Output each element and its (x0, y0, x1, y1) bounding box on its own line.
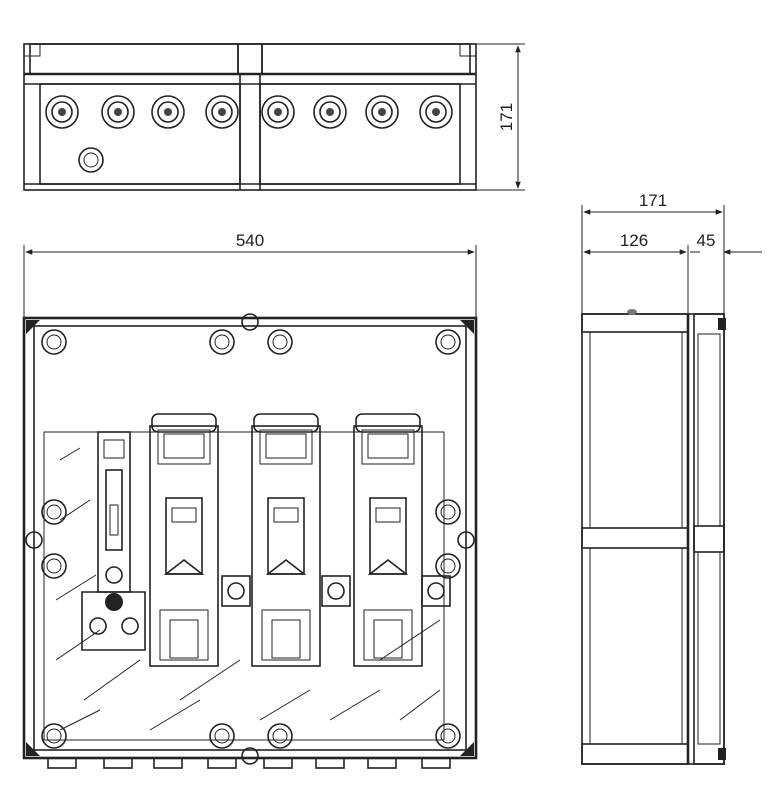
bottom-gland-icon (367, 757, 397, 769)
bottom-gland-icon (103, 757, 133, 769)
fuse-holder (353, 413, 423, 667)
dim-label-top-height: 171 (497, 103, 516, 131)
vent-icon (78, 147, 104, 173)
screw-icon (41, 723, 67, 749)
glass-reflection-line (55, 629, 101, 661)
cable-gland-icon (313, 95, 347, 129)
cable-gland-icon (365, 95, 399, 129)
cable-gland-icon (101, 95, 135, 129)
cable-gland-icon (151, 95, 185, 129)
bottom-gland-icon (47, 757, 77, 769)
glass-reflection-line (399, 689, 441, 721)
fuse-holder (149, 413, 219, 667)
glass-reflection-line (59, 709, 101, 731)
glass-reflection-line (329, 689, 381, 721)
dimension-side-depth: 171 (581, 191, 725, 314)
top-glands (45, 95, 453, 129)
glass-reflection-line (379, 619, 441, 661)
screw-icon (435, 553, 461, 579)
fuse-holders (149, 413, 423, 667)
bottom-gland-icon (263, 757, 293, 769)
cable-gland-icon (419, 95, 453, 129)
cable-gland-icon (261, 95, 295, 129)
screw-icon (41, 329, 67, 355)
terminal-blocks (221, 575, 451, 607)
dim-label-side-depth: 171 (639, 191, 667, 210)
glass-reflection-line (55, 574, 97, 601)
dimension-width: 540 (23, 231, 477, 318)
bottom-glands (47, 757, 451, 769)
screw-icon (267, 723, 293, 749)
dim-label-width: 540 (236, 231, 264, 250)
switch-module (81, 431, 146, 651)
screw-icon (209, 723, 235, 749)
screw-icon (209, 329, 235, 355)
fuse-holder (251, 413, 321, 667)
glass-reflection-line (83, 659, 141, 701)
glass-reflection-line (179, 659, 241, 701)
dimension-side-body: 126 (583, 231, 689, 314)
screw-icon (41, 553, 67, 579)
dim-label-side-cover: 45 (697, 231, 716, 250)
bottom-gland-icon (315, 757, 345, 769)
dimension-top-height: 171 (476, 43, 525, 191)
front-screws (41, 329, 461, 749)
glass-reflection-line (59, 447, 81, 461)
front-view (22, 313, 478, 769)
screw-icon (435, 499, 461, 525)
top-view (23, 43, 477, 191)
side-view (581, 309, 726, 765)
cable-gland-icon (45, 95, 79, 129)
glass-reflection-line (149, 699, 201, 731)
screw-icon (267, 329, 293, 355)
dim-label-side-body: 126 (620, 231, 648, 250)
bottom-gland-icon (207, 757, 237, 769)
cable-gland-icon (205, 95, 239, 129)
dimension-side-cover: 45 (690, 231, 762, 255)
screw-icon (435, 329, 461, 355)
bottom-gland-icon (153, 757, 183, 769)
screw-icon (41, 499, 67, 525)
bottom-gland-icon (421, 757, 451, 769)
screw-icon (435, 723, 461, 749)
glass-reflection-line (259, 689, 311, 721)
